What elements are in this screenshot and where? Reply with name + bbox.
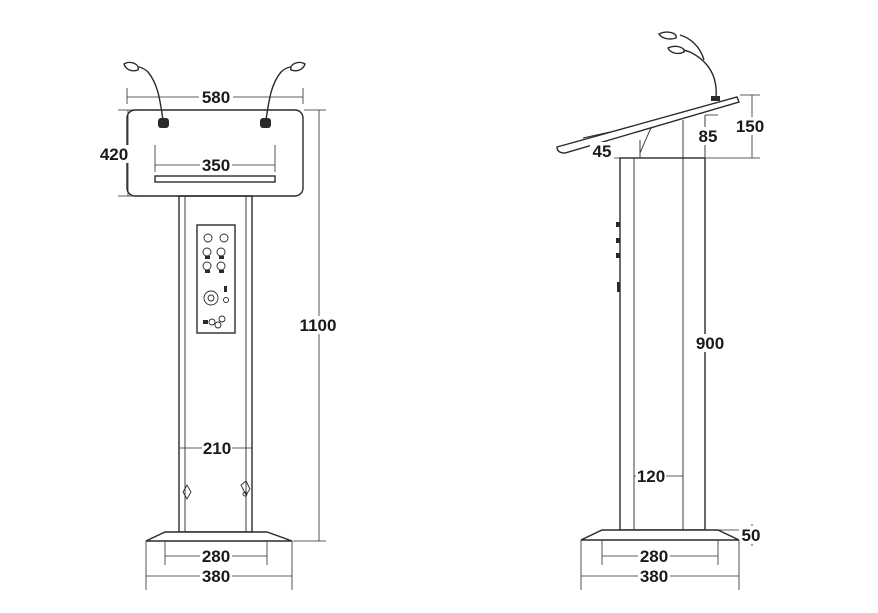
front-vent-right [240,480,251,496]
front-view [123,61,306,542]
side-lamp [671,48,717,99]
front-dimensions: 580 420 350 1100 210 280 380 [99,88,338,590]
dim-column-height: 900 [696,334,724,353]
front-column [178,195,253,533]
front-base [145,531,293,542]
dim-base-inner-side: 280 [640,547,668,566]
panel-microphone-icons [202,233,229,273]
front-shelf-bar [154,175,276,183]
dim-base-outer-side: 380 [640,567,668,586]
panel-connector-icons [203,315,226,329]
dim-base-outer-front: 380 [202,567,230,586]
side-dimensions: 45 85 150 900 120 50 280 38 [580,94,766,590]
dim-desk-rise: 85 [699,127,718,146]
dim-shelf-width: 350 [202,156,230,175]
dim-top-height: 420 [100,145,128,164]
dim-top-width: 580 [202,88,230,107]
side-desk-top [556,96,740,154]
side-view [556,31,740,541]
front-vent-left [182,484,192,500]
front-top-panel [126,109,304,197]
dim-lip: 45 [593,142,612,161]
control-panel [196,224,236,334]
dim-column-depth: 120 [637,467,665,486]
dim-base-inner-front: 280 [202,547,230,566]
dim-column-width: 210 [203,439,231,458]
dim-total-height: 1100 [300,316,337,335]
side-base [580,529,740,541]
dim-base-height: 50 [742,526,761,545]
dim-desk-height: 150 [736,117,764,136]
panel-speaker-icon [203,286,229,306]
